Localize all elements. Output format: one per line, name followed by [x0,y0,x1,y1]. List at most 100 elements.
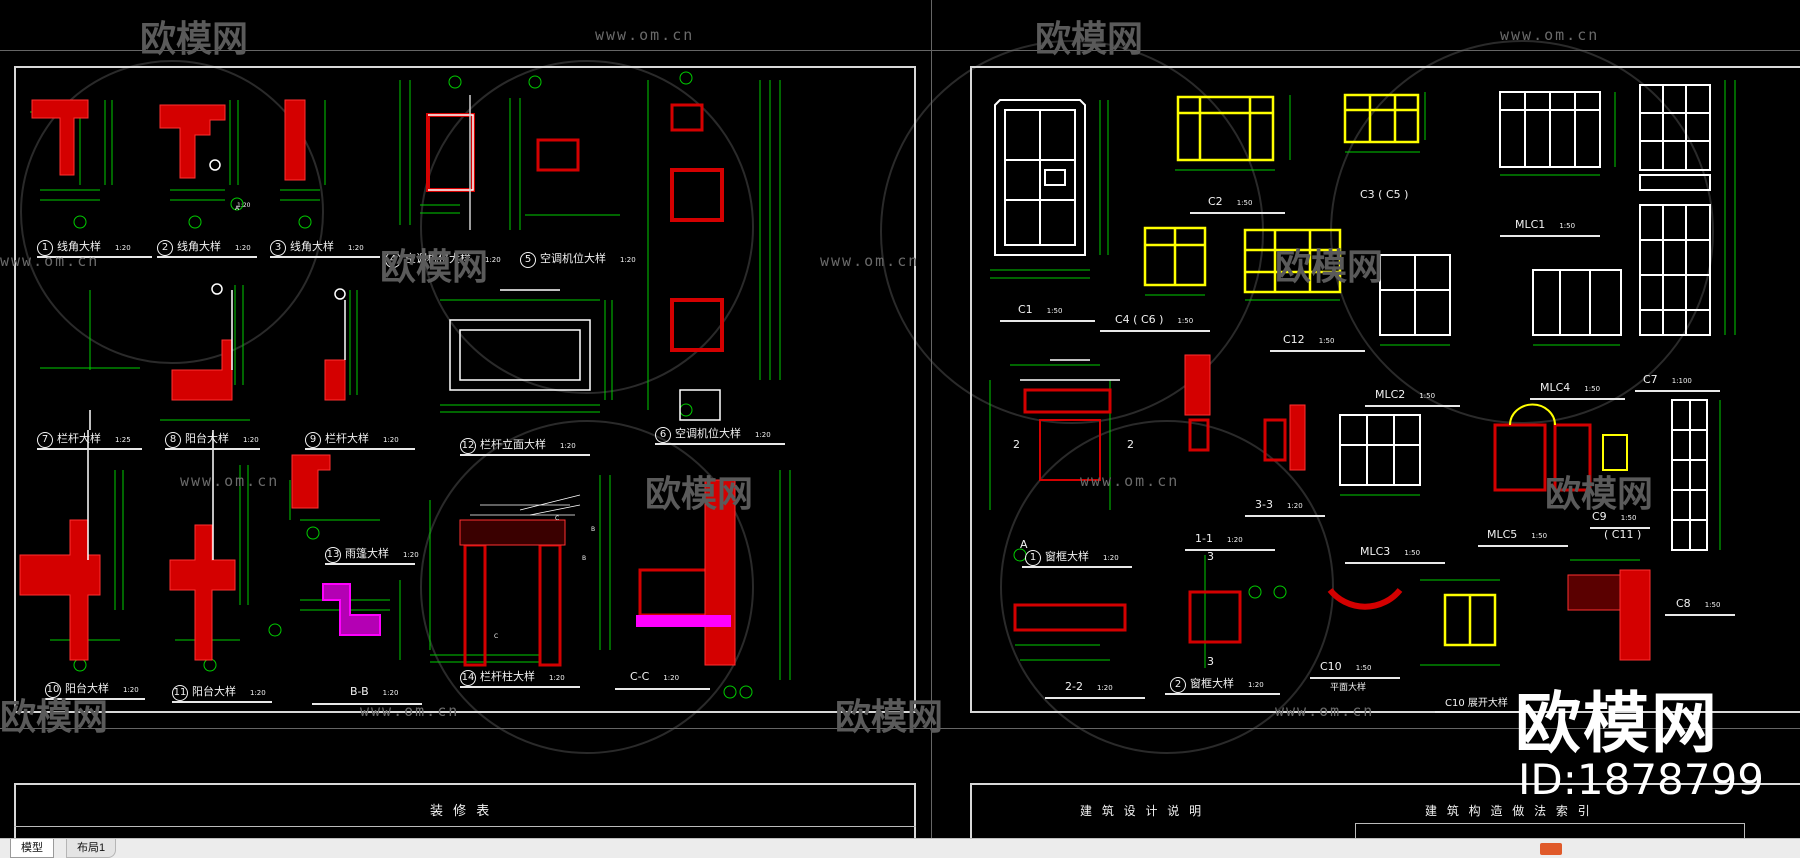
watermark-url: www.om.cn [180,472,280,490]
label-underline [1100,330,1210,332]
label-underline [1000,320,1095,322]
label-underline [655,443,785,445]
watermark-ring [20,60,324,364]
watermark-logo: 欧模网 [140,19,249,60]
label-underline [305,448,415,450]
label-underline [1310,677,1400,679]
label-underline [1665,614,1735,616]
left-sheet-frame [14,66,916,713]
label-underline [1022,566,1132,568]
label-underline [1590,527,1650,529]
table-header [1355,823,1745,838]
sheet-border-line [931,0,932,838]
label-underline [270,256,380,258]
sheet-border-line [0,728,1800,729]
label-underline [1435,711,1525,713]
label-underline [37,256,152,258]
label-underline [1530,398,1625,400]
label-underline [312,703,422,705]
svg-text:1:20: 1:20 [237,202,251,209]
label-underline [1185,549,1275,551]
svg-text:2: 2 [1013,438,1020,451]
watermark-logo: 欧模网 [0,697,109,738]
svg-text:C: C [555,515,559,522]
svg-text:B: B [591,526,595,533]
left-sheet-drawings: A1:20 CC BB [19,71,791,699]
watermark-url: www.om.cn [1080,472,1180,490]
watermark-ring [880,40,1264,424]
status-icon [1540,843,1562,855]
window-c3-label: C3 ( C5 ) [1360,188,1409,201]
c10-elevation-label: C10 展开大样 [1445,698,1508,709]
svg-text:B: B [582,555,586,562]
label-underline [45,698,145,700]
layout-tab-bar: 模型 布局1 [0,838,1800,858]
label-underline [1345,562,1445,564]
c10-plan-label: 平面大样 [1330,683,1367,693]
label-underline [615,688,710,690]
design-notes-title: 建 筑 设 计 说 明 [1080,804,1205,818]
table-line [14,826,916,827]
window-c4-label: C4 ( C6 )1:50 [1115,313,1194,326]
label-underline [1190,212,1285,214]
label-underline [1478,545,1568,547]
watermark-logo: 欧模网 [835,697,944,738]
label-underline [1365,405,1460,407]
construction-index-title: 建 筑 构 造 做 法 索 引 [1425,804,1593,818]
watermark-url: www.om.cn [820,252,920,270]
watermark-logo: 欧模网 [645,474,754,515]
svg-text:2: 2 [1127,438,1134,451]
watermark-logo: 欧模网 [380,247,489,288]
watermark-ring [1000,420,1334,754]
watermark-url: www.om.cn [1500,26,1600,44]
svg-text:3: 3 [1207,550,1214,563]
svg-text:3: 3 [1207,655,1214,668]
label-underline [1045,697,1145,699]
tab-model[interactable]: 模型 [10,839,54,858]
brand-watermark-id: ID:1878799 [1518,755,1764,804]
label-underline [157,256,257,258]
label-underline [37,448,142,450]
watermark-url: www.om.cn [1275,702,1375,720]
decoration-table-title: 装 修 表 [430,804,493,819]
label-underline [1245,515,1325,517]
label-underline [1270,350,1365,352]
right-sheet-drawings: 22 A 33 [989,80,1736,668]
brand-watermark-logo: 欧模网 [1515,685,1719,762]
label-underline [460,686,580,688]
label-underline [1500,235,1600,237]
watermark-url: www.om.cn [595,26,695,44]
tab-layout-1[interactable]: 布局1 [66,839,117,858]
watermark-ring [1330,40,1714,424]
sheet-border-line [0,50,1800,51]
svg-text:A: A [235,205,240,212]
label-underline [325,563,415,565]
label-underline [172,701,272,703]
right-sheet-frame [970,66,1800,713]
